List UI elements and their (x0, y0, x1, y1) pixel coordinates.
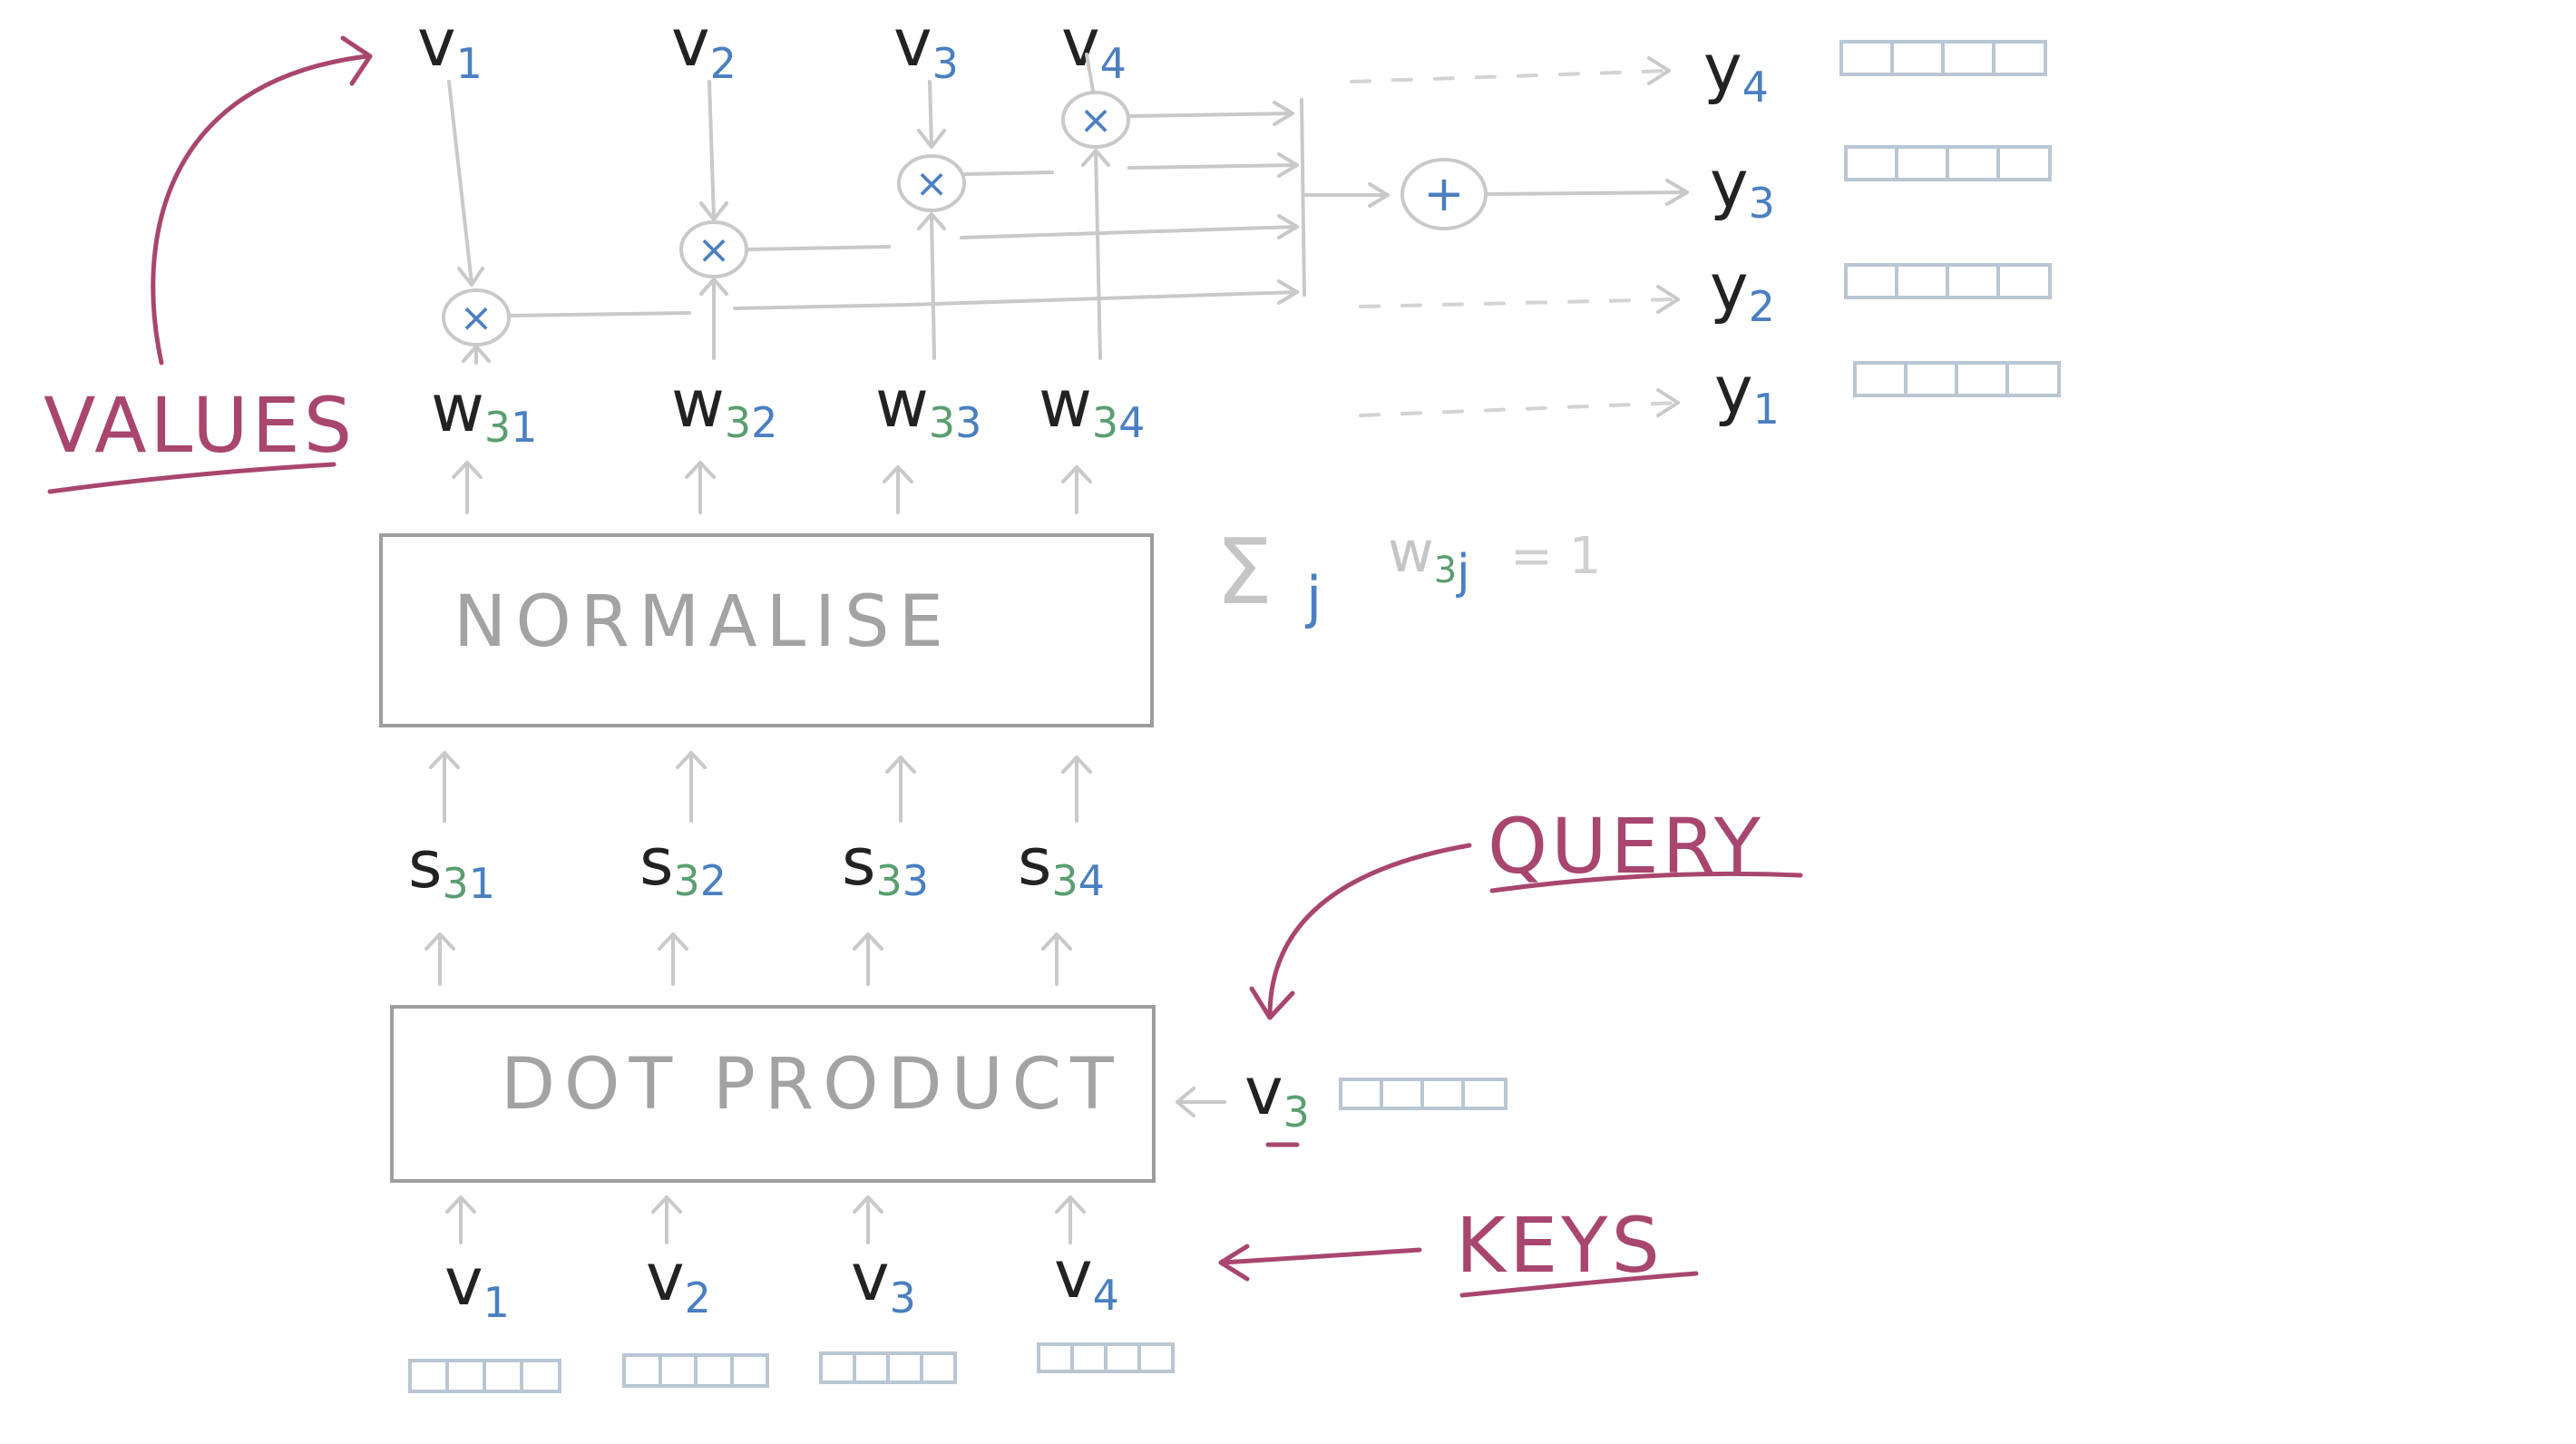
score-s31: s31 (408, 826, 495, 908)
output-y2: y2 (1710, 249, 1775, 331)
keys-arrowhead (1218, 1244, 1250, 1282)
score-s34: s34 (1018, 824, 1105, 905)
values-arrowhead (340, 35, 373, 86)
scores-row: s31 s32 s33 s34 (408, 824, 1105, 908)
value-v1: v1 (417, 5, 483, 88)
query-input: v3 (1176, 1053, 1508, 1147)
multiply-node-3 (897, 154, 966, 212)
output-dashed-lines (1350, 56, 1680, 417)
constraint-sigma: Σ (1215, 519, 1273, 625)
value-v3: v3 (893, 5, 959, 88)
multiply-symbol-3: × (915, 161, 949, 207)
key-vector-1 (408, 1359, 561, 1393)
output-vectors (1839, 40, 2061, 397)
values-row: v1 v2 v3 v4 (417, 5, 1127, 88)
normalisation-constraint: Σ j w3j = 1 (1215, 519, 1601, 630)
score-s33: s33 (842, 824, 929, 905)
dot-product-box: DOT PRODUCT (390, 1005, 1156, 1183)
normalise-box: NORMALISE (379, 533, 1154, 727)
output-y4: y4 (1703, 30, 1769, 112)
key-vector-4 (1037, 1342, 1175, 1373)
score-s32: s32 (639, 824, 727, 905)
output-vector-y1 (1853, 361, 2061, 397)
value-to-multiplier-lines (447, 53, 1095, 287)
key-v3: v3 (851, 1239, 916, 1322)
normalise-label: NORMALISE (454, 581, 952, 663)
weights-row: w31 w32 w33 w34 (431, 366, 1145, 452)
multiply-symbol-1: × (460, 295, 493, 341)
multiply-symbol-2: × (698, 227, 731, 273)
dot-product-label: DOT PRODUCT (501, 1044, 1123, 1126)
values-curved-arrow (151, 54, 370, 366)
output-y1: y1 (1714, 352, 1780, 434)
key-vector-3 (819, 1351, 957, 1384)
key-vectors (408, 1342, 1175, 1393)
keys-row: v1 v2 v3 v4 (444, 1236, 1119, 1327)
keys-label: KEYS (1456, 1201, 1664, 1290)
multiply-node-4 (1061, 91, 1130, 149)
add-symbol: + (1423, 165, 1464, 222)
value-v2: v2 (671, 5, 737, 88)
output-vector-y3 (1844, 145, 2052, 181)
query-vector (1339, 1078, 1508, 1110)
key-v2: v2 (646, 1239, 711, 1322)
output-vector-y4 (1839, 40, 2047, 76)
key-v1: v1 (444, 1244, 510, 1327)
weight-to-multiplier-lines (462, 149, 1110, 365)
query-v3: v3 (1244, 1053, 1310, 1137)
multiplier-to-sum-lines (508, 98, 1390, 317)
key-vector-2 (622, 1353, 769, 1388)
multiply-symbol-4: × (1079, 97, 1113, 143)
query-curved-arrow (1267, 843, 1472, 1019)
values-label: VALUES (44, 381, 356, 470)
keys-arrow (1220, 1247, 1422, 1265)
output-y3: y3 (1710, 146, 1775, 228)
outputs: y4 y3 y2 y1 (1703, 30, 1780, 434)
weight-w34: w34 (1039, 366, 1145, 447)
score-to-normalise-arrows (429, 751, 1092, 823)
normalise-to-weight-arrows (452, 461, 1092, 514)
values-annotation: VALUES (44, 35, 373, 494)
keys-underline (1459, 1271, 1699, 1298)
output-vector-y2 (1844, 263, 2052, 299)
weight-w32: w32 (671, 366, 777, 447)
constraint-weight: w3j (1388, 519, 1470, 600)
query-arrowhead (1249, 986, 1295, 1020)
weight-w31: w31 (431, 370, 537, 452)
dot-to-score-arrows (424, 932, 1072, 986)
query-annotation: QUERY (1249, 802, 1803, 1020)
multipliers: × × × × (442, 91, 1130, 346)
weight-w33: w33 (875, 366, 981, 447)
constraint-rhs: = 1 (1510, 527, 1601, 586)
key-to-dot-arrows (445, 1195, 1086, 1244)
query-underline (1489, 871, 1803, 893)
constraint-index: j (1304, 564, 1322, 630)
value-v4: v4 (1061, 5, 1127, 88)
keys-annotation: KEYS (1218, 1201, 1699, 1298)
values-underline (47, 462, 337, 494)
key-v4: v4 (1054, 1236, 1119, 1320)
sum-node: + (1400, 158, 1689, 230)
